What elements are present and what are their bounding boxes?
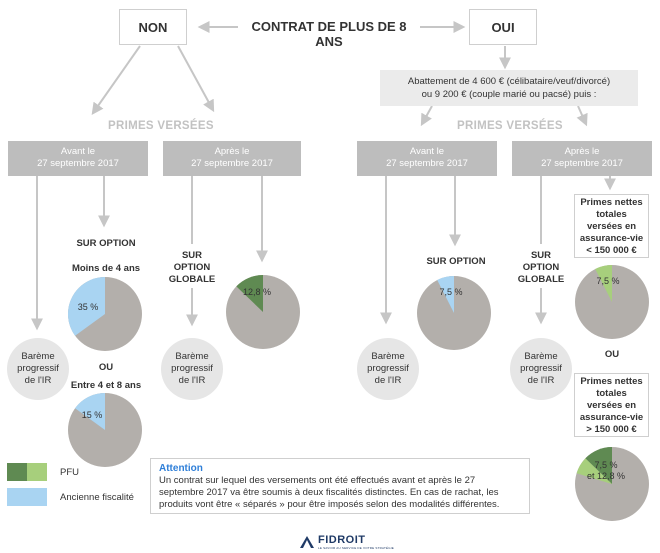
bareme-l2: progressif [367, 363, 409, 374]
pie-label-non-apres: 12,8 % [242, 287, 272, 297]
sur-option-label-oui: SUR OPTION [426, 256, 486, 267]
primes-above-l3: versées en [586, 400, 637, 411]
primes-below-l2: totales [596, 209, 627, 220]
fidroit-logo: FIDROIT LE SAVOIR AU SERVICE DE VOTRE ST… [300, 534, 394, 550]
legend-swatch-pfu-dark [7, 463, 27, 481]
pie-non-entre48 [68, 393, 142, 467]
bareme-l3: de l'IR [24, 375, 52, 386]
sog-l3: GLOBALE [517, 274, 565, 285]
primes-below-l5: < 150 000 € [586, 245, 637, 256]
pie-slice-pfu-light [576, 458, 612, 484]
pie-slice-pfu [236, 275, 263, 312]
primes-below-box: Primes nettes totales versées en assuran… [574, 194, 649, 258]
period-box-oui-apres: Après le 27 septembre 2017 [512, 141, 652, 176]
period-date: 27 septembre 2017 [37, 158, 119, 169]
pie-slice-pfu-dark [585, 447, 612, 484]
bareme-l3: de l'IR [374, 375, 402, 386]
pie-slice-ancienne [68, 277, 105, 336]
primes-above-l4: assurance-vie [579, 412, 644, 423]
period-avant-l1: Avant le [409, 146, 445, 157]
period-box-oui-avant: Avant le 27 septembre 2017 [357, 141, 497, 176]
sog-l1: SUR [530, 250, 552, 261]
primes-above-l1: Primes nettes [580, 376, 643, 387]
pie-non-moins4 [68, 277, 142, 351]
pie-oui-avant [417, 276, 491, 350]
pie-slice-pfu [595, 265, 612, 302]
moins-4-ans-label: Moins de 4 ans [71, 263, 141, 274]
sog-l1: SUR [181, 250, 203, 261]
ou-label: OU [98, 362, 114, 373]
bareme-l1: Barème [371, 351, 405, 362]
primes-below-l3: versées en [586, 221, 637, 232]
legend-swatch-ancienne [7, 488, 47, 506]
primes-above-l5: > 150 000 € [586, 424, 637, 435]
legend-label-pfu: PFU [60, 467, 79, 478]
sog-l2: OPTION [173, 262, 211, 273]
bareme-l1: Barème [21, 351, 55, 362]
period-avant-l1: Avant le [60, 146, 96, 157]
pie-label-oui-apres-below: 7,5 % [596, 276, 620, 286]
pie-slice-ancienne [437, 276, 454, 313]
ou-label-right: OU [604, 349, 620, 360]
pie-oui-apres-above [575, 447, 649, 521]
sog-l2: OPTION [522, 262, 560, 273]
period-box-non-avant: Avant le 27 septembre 2017 [8, 141, 148, 176]
diagram-title: CONTRAT DE PLUS DE 8 ANS [251, 19, 407, 49]
logo-mark-icon [300, 536, 314, 548]
bareme-l1: Barème [524, 351, 558, 362]
pie-label-l2: et 12,8 % [586, 471, 626, 481]
period-date: 27 septembre 2017 [386, 158, 468, 169]
sur-option-label: SUR OPTION [76, 238, 136, 249]
attention-body: Un contrat sur lequel des versements ont… [159, 475, 500, 510]
non-box: NON [119, 9, 187, 45]
abattement-line1: Abattement de 4 600 € (célibataire/veuf/… [407, 76, 611, 87]
abattement-box: Abattement de 4 600 € (célibataire/veuf/… [380, 70, 638, 106]
logo-name: FIDROIT [318, 534, 366, 546]
pie-slice-ancienne [75, 393, 105, 430]
bareme-l2: progressif [171, 363, 213, 374]
primes-below-l1: Primes nettes [580, 197, 643, 208]
pie-label-non-moins4: 35 % [77, 302, 99, 312]
pie-label-oui-avant: 7,5 % [439, 287, 463, 297]
primes-above-box: Primes nettes totales versées en assuran… [574, 373, 649, 437]
attention-title: Attention [159, 463, 203, 474]
pie-label-l1: 7,5 % [594, 460, 618, 470]
period-box-non-apres: Après le 27 septembre 2017 [163, 141, 301, 176]
pie-non-apres [226, 275, 300, 349]
bareme-l3: de l'IR [527, 375, 555, 386]
period-date: 27 septembre 2017 [541, 158, 623, 169]
oui-label: OUI [491, 19, 515, 35]
non-label: NON [138, 19, 168, 35]
sog-l3: GLOBALE [168, 274, 216, 285]
bareme-l2: progressif [520, 363, 562, 374]
bareme-l1: Barème [175, 351, 209, 362]
bareme-l3: de l'IR [178, 375, 206, 386]
oui-box: OUI [469, 9, 537, 45]
pie-label-non-entre48: 15 % [81, 410, 103, 420]
section-label-oui: PRIMES VERSÉES [457, 120, 563, 132]
abattement-line2: ou 9 200 € (couple marié ou pacsé) puis … [421, 89, 597, 100]
section-label-non: PRIMES VERSÉES [108, 120, 214, 132]
legend-swatch-pfu-light [27, 463, 47, 481]
period-apres-l1: Après le [214, 146, 250, 157]
primes-below-l4: assurance-vie [579, 233, 644, 244]
attention-box: Attention Un contrat sur lequel des vers… [150, 458, 530, 514]
period-apres-l1: Après le [564, 146, 600, 157]
sur-option-globale-non: SUR OPTION GLOBALE [163, 250, 221, 286]
logo-tagline: LE SAVOIR AU SERVICE DE VOTRE STRATÉGIE [318, 546, 394, 550]
sur-option-globale-oui: SUR OPTION GLOBALE [512, 250, 570, 286]
bareme-l2: progressif [17, 363, 59, 374]
pie-label-oui-apres-above: 7,5 % et 12,8 % [582, 460, 630, 482]
legend-label-ancienne: Ancienne fiscalité [60, 492, 134, 503]
period-date: 27 septembre 2017 [191, 158, 273, 169]
primes-above-l2: totales [596, 388, 627, 399]
entre-4-8-label: Entre 4 et 8 ans [70, 380, 142, 391]
pie-oui-apres-below [575, 265, 649, 339]
